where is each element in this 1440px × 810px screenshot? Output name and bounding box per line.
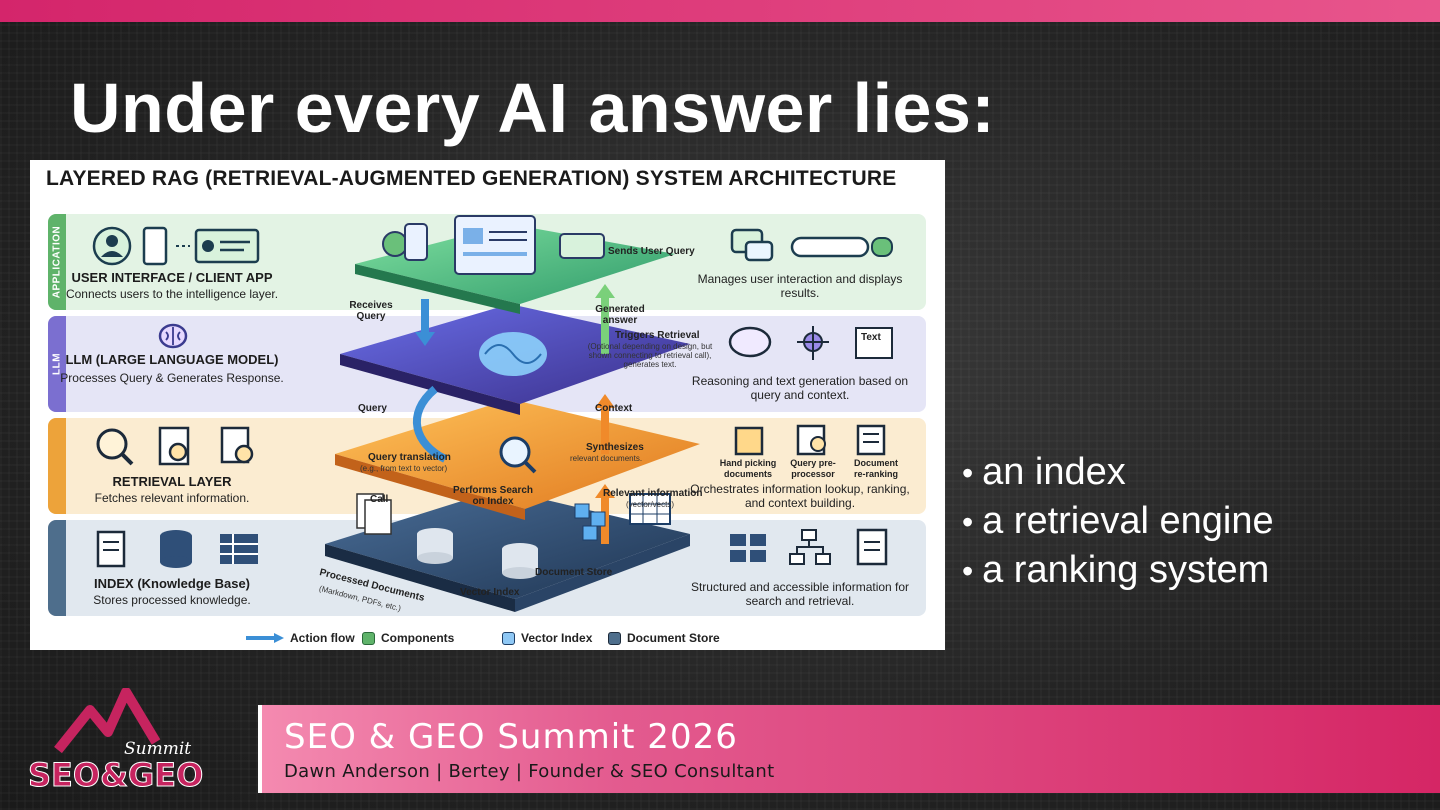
query-preprocessor-label: Query pre-processor [790,458,836,479]
index-heading: INDEX (Knowledge Base) [93,576,251,591]
bullet-item: a ranking system [962,546,1274,595]
llm-layer-tag: LLM [48,316,66,412]
retrieval-layer-tag [48,418,66,514]
triggers-retrieval-note: (Optional depending on design, but shown… [587,342,713,369]
bullet-list: an index a retrieval engine a ranking sy… [962,448,1274,595]
application-right-description: Manages user interaction and displays re… [697,272,903,300]
text-icon-label: Text [861,332,881,343]
user-device-icons [92,226,260,266]
document-store-label: Document Store [535,567,613,578]
query-translation-label: Query translation [368,452,451,463]
relevant-information-note: (vector/vects) [626,500,675,509]
generated-answer-label: Generated answer [595,304,645,326]
query-translation-note: (e.g., from text to vector) [360,464,448,473]
bullet-item: a retrieval engine [962,497,1274,546]
structure-icons [730,528,888,566]
call-label: Call [370,494,389,505]
retrieval-heading: RETRIEVAL LAYER [112,474,232,489]
context-label: Context [595,403,633,414]
reasoning-icons [728,326,893,360]
hand-picking-label: Hand picking documents [719,458,777,479]
slide-title: Under every AI answer lies: [70,69,996,147]
legend-action-flow: Action flow [244,631,355,645]
legend-vector-index: Vector Index [502,631,592,645]
vector-index-label: Vector Index [460,587,520,598]
llm-right-description: Reasoning and text generation based on q… [691,374,909,402]
llm-description: Processes Query & Generates Response. [60,371,284,385]
summit-logo: Summit SEO&GEO [28,688,204,794]
rag-architecture-diagram: LAYERED RAG (RETRIEVAL-AUGMENTED GENERAT… [30,160,945,650]
synthesizes-label: Synthesizes [586,442,644,453]
legend-components: Components [362,631,454,645]
retrieval-description: Fetches relevant information. [94,491,250,505]
synthesizes-note: relevant documents. [570,454,643,463]
document-store-swatch [608,631,621,645]
index-description: Stores processed knowledge. [93,593,251,607]
query-label: Query [358,403,387,414]
isometric-stack-icon [325,215,700,612]
relevant-information-label: Relevant information [603,488,703,499]
application-description: Connects users to the intelligence layer… [65,287,279,301]
sends-user-query-label: Sends User Query [608,246,695,257]
document-reranking-label: Document re-ranking [853,458,898,479]
document-search-icons [96,426,254,466]
database-icons [96,530,258,568]
footer-banner: SEO & GEO Summit 2026 Dawn Anderson | Be… [258,705,1440,793]
performs-search-label: Performs Search on Index [452,485,534,507]
receives-query-label: Receives Query [349,300,393,322]
speaker-line: Dawn Anderson | Bertey | Founder & SEO C… [284,761,775,782]
svg-text:SEO&GEO: SEO&GEO [28,756,203,794]
retrieval-right-description: Orchestrates information lookup, ranking… [690,482,910,510]
diagram-title: LAYERED RAG (RETRIEVAL-AUGMENTED GENERAT… [46,167,897,190]
cube-icon [502,631,515,645]
arrow-icon [246,633,284,643]
legend-document-store: Document Store [608,631,720,645]
bullet-item: an index [962,448,1274,497]
top-accent-bar [0,0,1440,22]
application-heading: USER INTERFACE / CLIENT APP [71,270,273,285]
index-layer-tag [48,520,66,616]
event-title: SEO & GEO Summit 2026 [284,717,738,757]
chat-search-icons [730,228,893,262]
brain-icon [158,323,188,349]
retrieval-tool-icons [734,424,886,456]
svg-text:Summit: Summit [124,739,191,759]
llm-heading: LLM (LARGE LANGUAGE MODEL) [65,352,279,367]
triggers-retrieval-label: Triggers Retrieval [615,330,700,341]
components-swatch [362,631,375,645]
application-layer-tag: APPLICATION [48,214,66,310]
index-right-description: Structured and accessible information fo… [690,580,910,608]
